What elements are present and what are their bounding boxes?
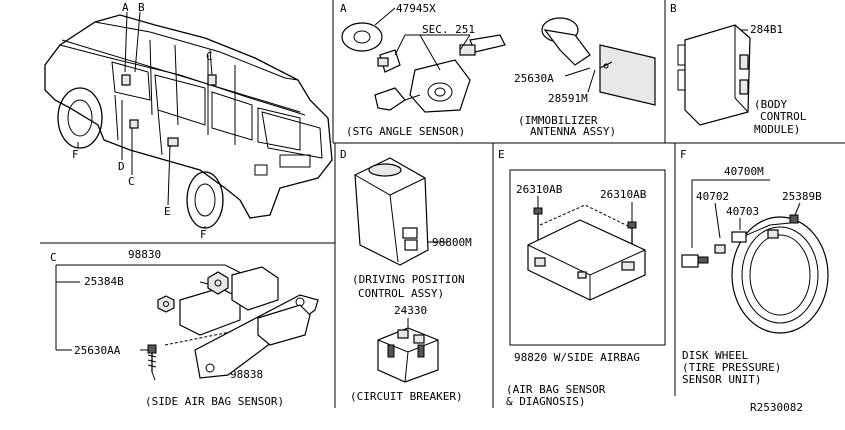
part-26310ab-left: 26310AB (516, 183, 563, 196)
caption-circuit-breaker: (CIRCUIT BREAKER) (350, 390, 463, 403)
steering-angle-sensor-drawing (341, 22, 506, 113)
part-sec-251: SEC. 251 (422, 23, 475, 36)
circuit-breaker-drawing (377, 327, 439, 383)
panel-b: B 284B1 (BODY CONTROL MODULE) (670, 2, 807, 136)
part-98838: 98838 (230, 368, 263, 381)
driving-position-control-drawing (354, 157, 429, 266)
panel-e: E 26310AB 26310AB 98820 W/SIDE AIRBAG (A… (498, 148, 666, 408)
part-25389b: 25389B (782, 190, 822, 203)
suv-illustration (44, 14, 333, 229)
disk-wheel-drawing (681, 214, 829, 334)
caption-driving-position: (DRIVING POSITION (352, 273, 465, 286)
vehicle-overview: A B C D C E F F (44, 1, 333, 241)
vehicle-callout-b: B (138, 1, 145, 14)
part-25630aa: 25630AA (74, 344, 121, 357)
part-28591m: 28591M (548, 92, 588, 105)
panel-f-leaders (691, 179, 801, 248)
panel-e-letter: E (498, 148, 505, 161)
vehicle-callout-f-front: F (72, 148, 79, 161)
vehicle-callout-c-upper: C (206, 50, 213, 63)
part-98800m: 98800M (432, 236, 472, 249)
part-24330: 24330 (394, 304, 427, 317)
vehicle-callout-e: E (164, 205, 171, 218)
part-40703: 40703 (726, 205, 759, 218)
body-control-module-drawing (677, 24, 751, 126)
panel-c: C 98830 25384B 25630AA 98838 (50, 248, 319, 408)
caption-immobilizer-line2: ANTENNA ASSY) (530, 125, 616, 138)
part-98820: 98820 W/SIDE AIRBAG (514, 351, 640, 364)
caption-stg-angle-sensor: (STG ANGLE SENSOR) (346, 125, 465, 138)
immobilizer-antenna-drawing (541, 17, 656, 106)
vehicle-callout-c: C (128, 175, 135, 188)
part-25384b: 25384B (84, 275, 124, 288)
part-98830: 98830 (128, 248, 161, 261)
part-40702: 40702 (696, 190, 729, 203)
part-47945x: 47945X (396, 2, 436, 15)
caption-module: MODULE) (754, 123, 800, 136)
panel-d-letter: D (340, 148, 347, 161)
panel-a-leaders (374, 7, 596, 93)
part-26310ab-right: 26310AB (600, 188, 647, 201)
caption-side-airbag-sensor: (SIDE AIR BAG SENSOR) (145, 395, 284, 408)
caption-immobilizer-line1: (IMMOBILIZER (518, 114, 598, 127)
caption-disk-wheel: DISK WHEEL (682, 349, 749, 362)
panel-a-letter: A (340, 2, 347, 15)
panel-f-letter: F (680, 148, 687, 161)
panel-d: D 98800M (DRIVING POSITION CONTROL ASSY)… (340, 148, 472, 403)
vehicle-callout-leaders (77, 11, 213, 228)
caption-control-assy: CONTROL ASSY) (358, 287, 444, 300)
vehicle-callout-d: D (118, 160, 125, 173)
diagram-id: R2530082 (750, 401, 803, 414)
part-40700m: 40700M (724, 165, 764, 178)
caption-sensor-unit: SENSOR UNIT) (682, 373, 761, 386)
vehicle-callout-f-rear: F (200, 228, 207, 241)
caption-body: (BODY (754, 98, 787, 111)
caption-airbag-sensor: (AIR BAG SENSOR (506, 383, 606, 396)
caption-control: CONTROL (760, 110, 807, 123)
panel-dividers (40, 0, 845, 408)
vehicle-callout-a: A (122, 1, 129, 14)
panel-f: F 40700M 40702 40703 25389B DISK WHEEL (… (680, 148, 829, 386)
airbag-sensor-diagnosis-drawing (527, 196, 646, 301)
panel-a: A 47945X SEC. 251 (STG ANGLE (340, 2, 656, 138)
caption-tire-pressure: (TIRE PRESSURE) (682, 361, 781, 374)
panel-c-letter: C (50, 251, 57, 264)
part-284b1: 284B1 (750, 23, 783, 36)
part-25630a: 25630A (514, 72, 554, 85)
panel-b-letter: B (670, 2, 677, 15)
caption-diagnosis: & DIAGNOSIS) (506, 395, 585, 408)
side-airbag-sensor-drawing (147, 266, 319, 381)
